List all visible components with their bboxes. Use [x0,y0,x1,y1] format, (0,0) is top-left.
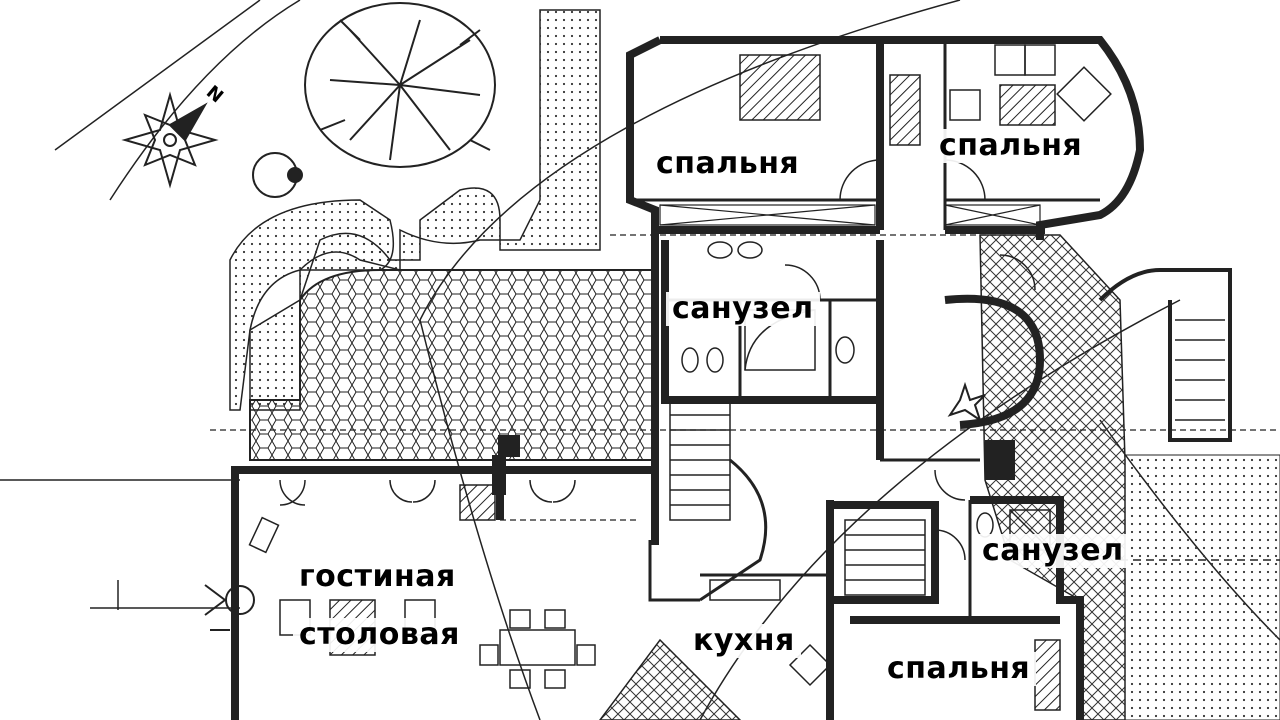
room-label-living-room: гостиная [293,560,462,594]
balconies [659,204,1041,226]
paving [599,234,1126,720]
room-label-bedroom-north-left: спальня [650,147,806,181]
entrance-markers [204,381,986,631]
room-label-bedroom-south: спальня [881,652,1037,686]
stair-tower [944,268,1232,442]
shrub [252,152,303,198]
tree [304,2,496,168]
room-label-bathroom-right: санузел [976,534,1130,568]
room-label-dining-room: столовая [293,618,466,652]
room-label-kitchen: кухня [687,624,801,658]
posts [492,435,1015,495]
room-label-bedroom-north-right: спальня [933,129,1089,163]
doors [279,159,1036,561]
terraces [229,9,1280,720]
hex-terrace [249,269,656,461]
staircase [648,399,926,602]
compass-icon [121,91,219,189]
walls [231,36,1145,720]
room-label-bathroom-upper: санузел [666,292,820,326]
annotations [210,234,1280,521]
